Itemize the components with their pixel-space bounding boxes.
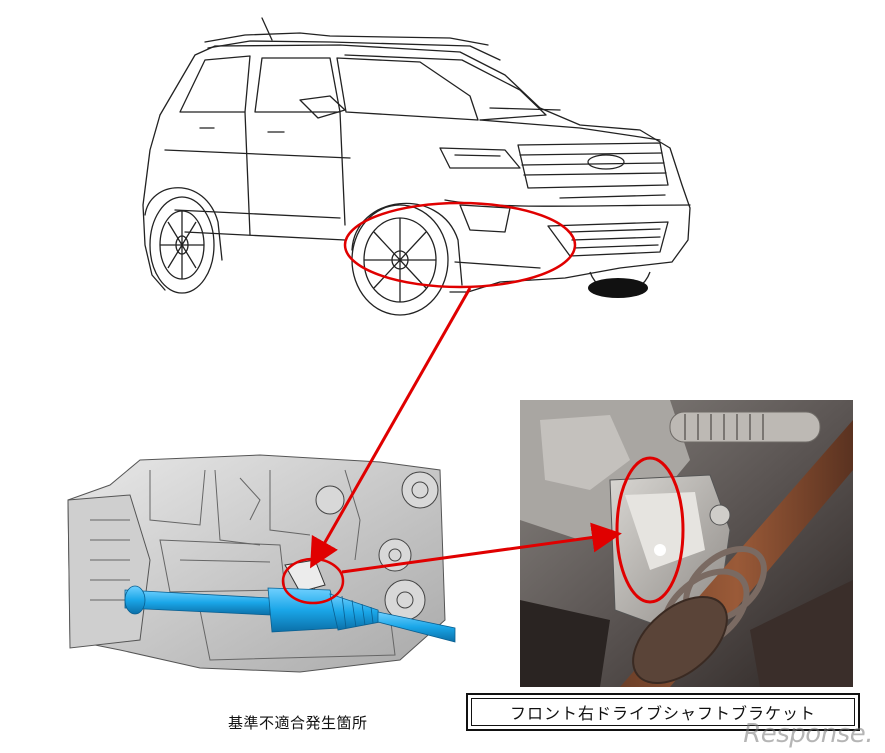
bracket-closeup-photo [520, 400, 853, 687]
engine-bracket-highlight [281, 557, 345, 605]
arrow-car-to-engine [310, 287, 472, 569]
component-name-label: フロント右ドライブシャフトブラケット [471, 698, 855, 726]
response-watermark: Response. [743, 719, 873, 749]
arrow-engine-to-photo [341, 522, 622, 574]
nonconformity-location-label: 基準不適合発生箇所 [228, 714, 368, 732]
photo-bracket-highlight [615, 456, 685, 604]
wheel-area-highlight [343, 201, 577, 289]
component-name-box: フロント右ドライブシャフトブラケット [466, 693, 860, 731]
